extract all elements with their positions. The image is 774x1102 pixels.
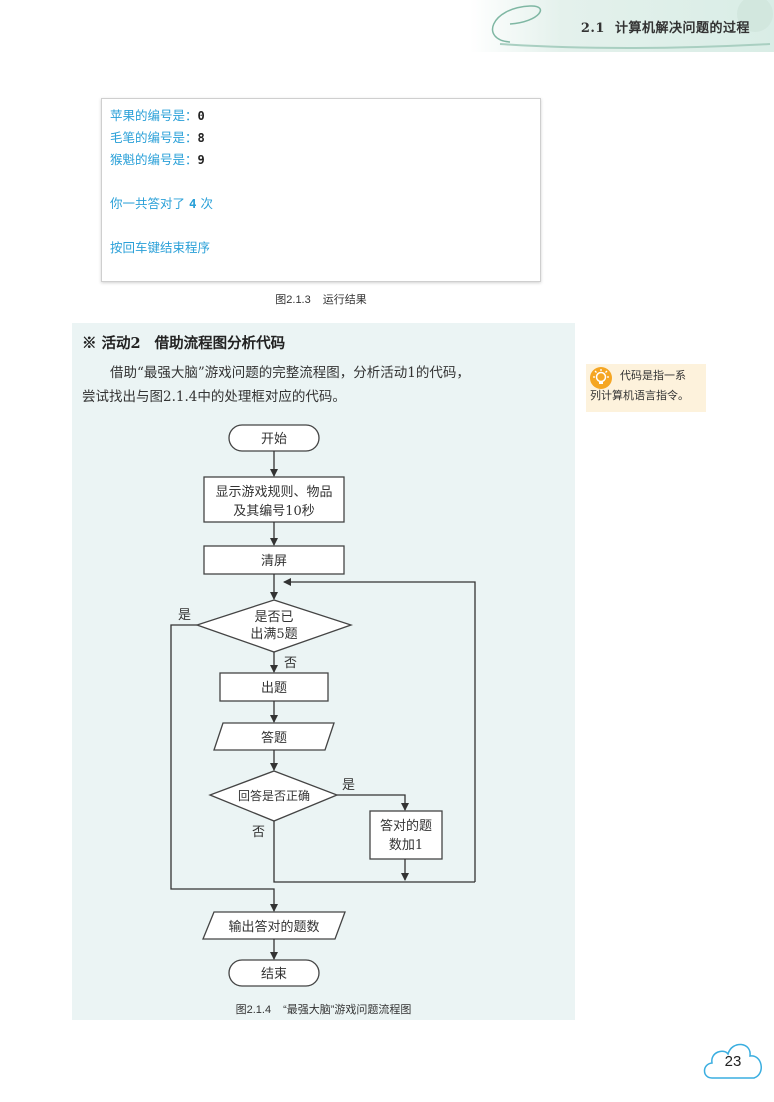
flow-clear-label: 清屏: [261, 554, 287, 569]
flow-line-no: [273, 821, 475, 883]
flow-process-show-rules: [203, 476, 345, 523]
activity-label: 活动2: [101, 335, 141, 352]
flow-decision-five-questions: [194, 599, 354, 653]
console-summary: 你一共答对了 4 次: [110, 193, 540, 215]
summary-suffix: 次: [200, 196, 214, 211]
flow-increment-label: 数加1: [389, 838, 423, 853]
section-number: 2.1: [580, 21, 605, 36]
console-label: 苹果的编号是：: [110, 108, 198, 123]
flow-decision1-yes: 是: [178, 608, 191, 623]
console-output: 苹果的编号是：0 毛笔的编号是：8 猴魁的编号是：9 你一共答对了 4 次 按回…: [101, 98, 541, 282]
flow-arrow-done: [170, 624, 278, 912]
header-title: 2.1 计算机解决问题的过程: [581, 17, 750, 36]
flow-rules-label: 显示游戏规则、物品: [215, 485, 332, 500]
summary-prefix: 你一共答对了: [110, 196, 186, 211]
activity-text-line: 尝试找出与图2.1.4中的处理框对应的代码。: [82, 389, 346, 405]
flow-end-terminal: [228, 959, 320, 987]
figure-number: 图2.1.4: [235, 1004, 272, 1016]
figure-caption-2: 图2.1.4 “最强大脑”游戏问题流程图: [72, 1001, 575, 1017]
tip-line: 代码是指一系: [620, 369, 686, 382]
console-value: 9: [197, 153, 205, 167]
tip-text: 代码是指一系 列计算机语言指令。: [590, 366, 702, 406]
console-value: 8: [197, 131, 205, 145]
flow-loop-back: [283, 578, 476, 882]
flow-ask-label: 出题: [261, 681, 287, 696]
flow-decision2-label: 回答是否正确: [238, 788, 310, 803]
cloud-icon: [703, 1043, 762, 1079]
flow-answer-label: 答题: [261, 730, 287, 746]
lightbulb-icon: [590, 367, 612, 389]
console-line: 毛笔的编号是：8: [110, 127, 540, 149]
flow-process-clear: [203, 545, 345, 575]
console-line: 猴魁的编号是：9: [110, 149, 540, 171]
flow-decision1-label: 是否已: [254, 610, 293, 625]
flow-start-label: 开始: [261, 432, 287, 447]
activity-panel: ※ 活动2 借助流程图分析代码 借助“最强大脑”游戏问题的完整流程图，分析活动1的…: [72, 323, 575, 1020]
summary-count: 4: [189, 196, 197, 211]
flow-decision1-label: 出满5题: [250, 627, 297, 642]
flow-decision2-no: 否: [252, 825, 265, 840]
console-label: 毛笔的编号是：: [110, 130, 198, 145]
flow-output-label: 输出答对的题数: [228, 919, 319, 935]
side-tip: 代码是指一系 列计算机语言指令。: [586, 364, 706, 412]
flow-io-answer: [213, 722, 335, 751]
activity-heading: 借助流程图分析代码: [154, 335, 286, 352]
figure-title: “最强大脑”游戏问题流程图: [283, 1004, 412, 1016]
activity-body: 借助“最强大脑”游戏问题的完整流程图，分析活动1的代码， 尝试找出与图2.1.4…: [82, 361, 567, 409]
console-line: 苹果的编号是：0: [110, 105, 540, 127]
console-exit-prompt: 按回车键结束程序: [110, 240, 211, 255]
tip-line: 列计算机语言指令。: [590, 389, 689, 402]
flow-io-output: [202, 911, 346, 940]
figure-caption-1: 图2.1.3 运行结果: [0, 291, 642, 307]
flow-decision2-yes: 是: [342, 778, 355, 793]
flow-arrow-yes: [337, 794, 409, 811]
flow-end-label: 结束: [261, 967, 287, 982]
console-value: 0: [197, 109, 205, 123]
flow-rules-label: 及其编号10秒: [233, 504, 315, 519]
activity-text-line: 借助“最强大脑”游戏问题的完整流程图，分析活动1的代码，: [110, 365, 470, 381]
page-number: 23: [724, 1053, 742, 1070]
flow-decision1-no: 否: [284, 656, 297, 671]
section-header: 2.1 计算机解决问题的过程: [470, 0, 774, 52]
header-swoosh-icon: [491, 0, 773, 49]
figure-number: 图2.1.3: [275, 294, 311, 306]
console-label: 猴魁的编号是：: [110, 152, 198, 167]
flow-process-ask: [219, 672, 329, 702]
activity-marker: ※: [82, 335, 97, 352]
activity-title: ※ 活动2 借助流程图分析代码: [82, 332, 285, 353]
figure-title: 运行结果: [322, 294, 367, 306]
flow-increment-label: 答对的题: [380, 818, 432, 834]
section-title: 计算机解决问题的过程: [614, 21, 750, 36]
flow-process-increment: [369, 810, 443, 860]
